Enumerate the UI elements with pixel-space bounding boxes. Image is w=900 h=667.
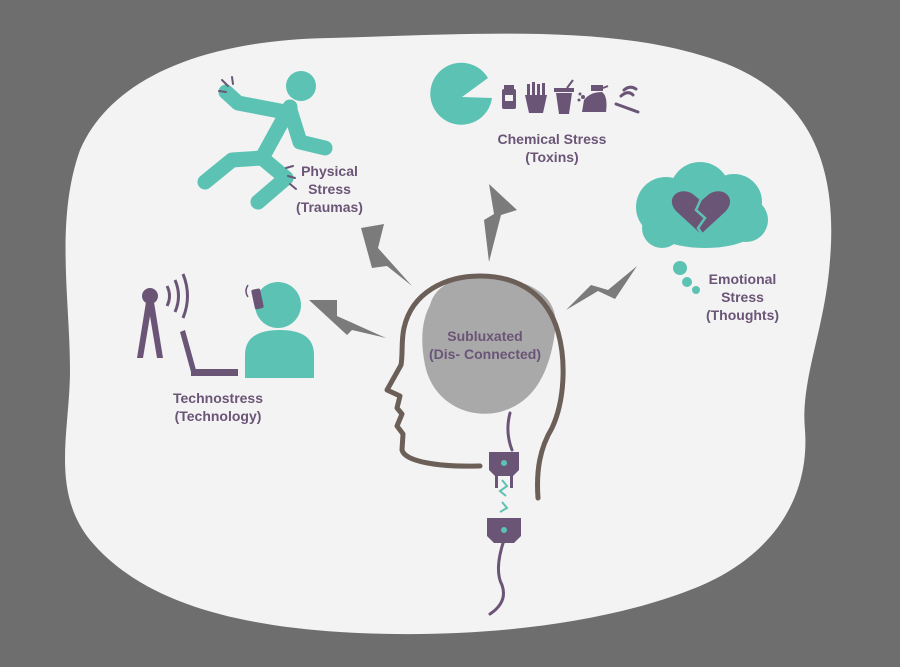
chemical-stress-line1: Chemical Stress xyxy=(497,131,607,147)
brain-icon xyxy=(422,276,556,414)
running-person-icon xyxy=(197,71,333,210)
laptop-icon xyxy=(180,330,238,376)
emotional-stress-line2: Stress xyxy=(721,289,764,305)
broken-heart-icon xyxy=(671,191,731,235)
person-with-phone-icon xyxy=(245,282,314,378)
technostress-label: Technostress (Technology) xyxy=(163,389,273,425)
physical-stress-line2: Stress xyxy=(308,181,351,197)
fries-icon xyxy=(525,82,547,113)
spark-icon xyxy=(498,479,509,513)
spray-bottle-icon xyxy=(577,85,609,112)
plug-icon xyxy=(489,452,519,488)
thought-cloud-icon xyxy=(636,162,768,294)
radio-tower-icon xyxy=(137,288,163,358)
emotional-stress-line3: (Thoughts) xyxy=(705,307,780,323)
physical-stress-line1: Physical xyxy=(301,163,358,179)
subluxated-line1: Subluxated xyxy=(447,328,523,344)
head-outline xyxy=(384,273,566,501)
lightning-bolt-icon xyxy=(361,224,412,286)
subluxated-line2: (Dis- Connected) xyxy=(429,346,541,362)
socket-icon xyxy=(487,518,521,543)
technostress-line1: Technostress xyxy=(173,390,263,406)
chemical-stress-line2: (Toxins) xyxy=(525,149,579,165)
physical-stress-label: Physical Stress (Traumas) xyxy=(292,162,367,216)
lightning-bolt-icon xyxy=(309,300,386,338)
emotional-stress-line1: Emotional xyxy=(708,271,777,287)
subluxated-label: Subluxated (Dis- Connected) xyxy=(415,327,555,363)
impact-marks-icon xyxy=(218,76,297,190)
lightning-bolt-icon xyxy=(566,266,637,310)
emotional-stress-label: Emotional Stress (Thoughts) xyxy=(700,270,785,324)
technostress-line2: (Technology) xyxy=(174,408,262,424)
soda-cup-icon xyxy=(554,79,574,114)
physical-stress-line3: (Traumas) xyxy=(296,199,363,215)
pacman-icon xyxy=(430,62,492,125)
chemical-stress-label: Chemical Stress (Toxins) xyxy=(482,130,622,166)
pill-bottle-icon xyxy=(502,85,516,109)
cigarette-icon xyxy=(614,85,640,114)
radio-waves-icon xyxy=(165,273,189,319)
cord xyxy=(488,411,514,616)
lightning-bolt-icon xyxy=(484,184,517,262)
